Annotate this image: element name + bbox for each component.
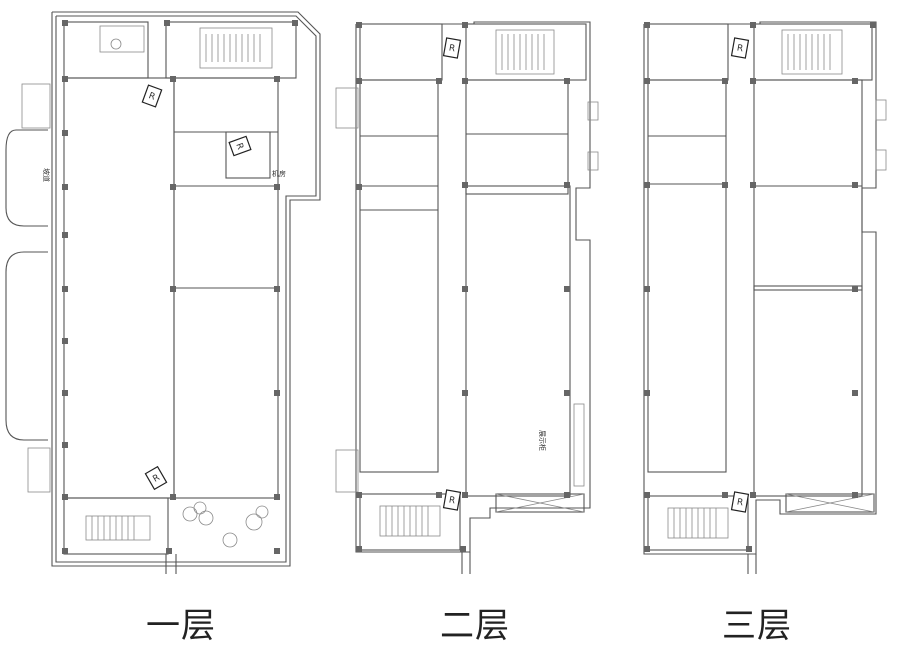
camera-icon: R <box>442 37 462 59</box>
svg-text:R: R <box>151 473 161 485</box>
stair-top-floor2 <box>495 29 555 75</box>
floor-3-label: 三层 <box>722 606 792 646</box>
svg-text:R: R <box>147 91 156 103</box>
floor-1-plan: R R R 机房 坡道 <box>5 11 321 574</box>
camera-icon: R <box>730 37 750 59</box>
stair-bottom-floor2 <box>379 505 441 537</box>
columns-floor3 <box>644 22 876 552</box>
camera-icon: R <box>442 489 462 511</box>
floor-2-label: 二层 <box>440 606 510 646</box>
floor-3-plan: R R <box>643 21 887 574</box>
columns-floor1 <box>62 20 298 554</box>
stair-top-floor3 <box>781 29 843 75</box>
stair-bottom-floor1 <box>85 515 151 541</box>
camera-icon: R <box>730 491 750 513</box>
svg-text:R: R <box>448 496 456 507</box>
camera-icon: R <box>141 84 163 108</box>
floor-1-label: 一层 <box>146 606 216 646</box>
floor2-display-label: 展示柜 <box>538 430 547 451</box>
columns-floor2 <box>356 22 570 552</box>
floor1-room-label: 机房 <box>272 169 286 178</box>
courtyard-trees <box>182 501 269 548</box>
floor-2-plan: R R 展示柜 <box>335 21 599 574</box>
stair-bottom-floor3 <box>667 507 729 539</box>
camera-icon: R <box>144 465 168 491</box>
svg-text:R: R <box>736 44 744 55</box>
svg-text:R: R <box>448 44 456 55</box>
camera-icon: R <box>228 135 252 157</box>
svg-text:R: R <box>736 498 744 509</box>
stair-top-floor1 <box>199 27 273 69</box>
svg-text:R: R <box>233 142 245 151</box>
floor1-ramp-label: 坡道 <box>42 168 51 182</box>
